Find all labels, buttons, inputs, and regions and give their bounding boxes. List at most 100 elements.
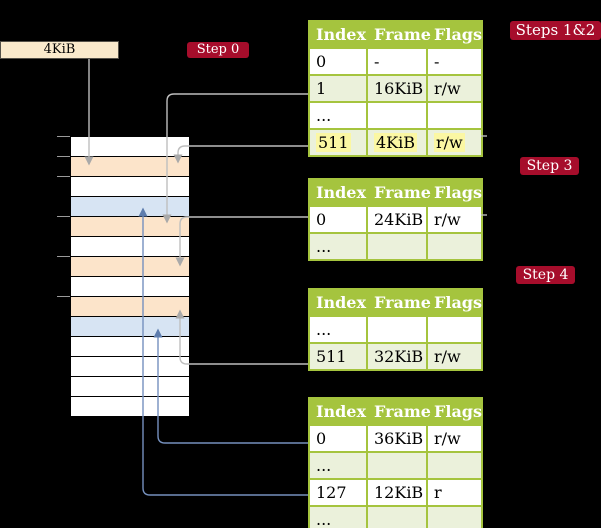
cell-flags: r/w bbox=[426, 205, 483, 234]
cell-frame: - bbox=[366, 47, 428, 76]
pointer-step3-entry0-to-frame-24kib bbox=[175, 216, 308, 267]
pointer-step4-entry511-to-frame-32kib bbox=[175, 309, 308, 365]
step3-page-table: Index Frame Flags 0 24KiB r/w ... bbox=[308, 178, 483, 261]
highlight: 4KiB bbox=[374, 133, 418, 152]
memory-row-white bbox=[71, 177, 189, 197]
root-page-table: Index Frame Flags 0 - - 1 16KiB r/w ... … bbox=[308, 20, 483, 157]
cell-index: ... bbox=[308, 101, 368, 130]
header-index: Index bbox=[308, 178, 368, 207]
cell-frame bbox=[366, 232, 428, 261]
header-frame: Frame bbox=[366, 178, 431, 207]
memory-row-peach bbox=[71, 297, 189, 317]
cell-flags bbox=[426, 101, 483, 130]
memory-row-white bbox=[71, 337, 189, 357]
memory-row-peach bbox=[71, 257, 189, 277]
memory-row-white bbox=[71, 277, 189, 297]
leaf-page-table: Index Frame Flags 0 36KiB r/w ... 127 12… bbox=[308, 397, 483, 528]
cell-frame: 36KiB bbox=[366, 424, 428, 453]
table-row: 0 - - bbox=[308, 47, 483, 76]
cell-frame bbox=[366, 505, 428, 528]
table-row: ... bbox=[308, 505, 483, 528]
memory-row-white bbox=[71, 397, 189, 417]
step3-label: Step 3 bbox=[520, 157, 579, 175]
cell-flags bbox=[426, 232, 483, 261]
table-row: ... bbox=[308, 232, 483, 261]
address-tick bbox=[57, 136, 70, 137]
memory-row-peach bbox=[71, 217, 189, 237]
memory-row-white bbox=[71, 377, 189, 397]
table-row: 0 36KiB r/w bbox=[308, 424, 483, 453]
table-header-row: Index Frame Flags bbox=[308, 178, 483, 207]
cell-flags bbox=[426, 315, 483, 344]
cell-flags: r/w bbox=[426, 128, 483, 157]
cell-frame: 12KiB bbox=[366, 478, 428, 507]
cell-index: 511 bbox=[308, 128, 368, 157]
highlight: r/w bbox=[434, 133, 465, 152]
memory-row-white bbox=[71, 357, 189, 377]
cell-frame bbox=[366, 101, 428, 130]
step4-label: Step 4 bbox=[516, 266, 575, 284]
cell-flags bbox=[426, 505, 483, 528]
cell-flags: r/w bbox=[426, 424, 483, 453]
table-row: ... bbox=[308, 315, 483, 344]
cell-index: ... bbox=[308, 315, 368, 344]
header-flags: Flags bbox=[426, 178, 483, 207]
step4-page-table: Index Frame Flags ... 511 32KiB r/w bbox=[308, 288, 483, 371]
header-frame: Frame bbox=[366, 20, 431, 49]
cell-frame bbox=[366, 315, 428, 344]
steps-1-2-label: Steps 1&2 bbox=[510, 21, 601, 40]
frame-4kib-label: 4KiB bbox=[43, 42, 76, 57]
cell-index: 127 bbox=[308, 478, 368, 507]
cell-flags: r/w bbox=[426, 342, 483, 371]
cell-flags: - bbox=[426, 47, 483, 76]
address-tick bbox=[57, 216, 70, 217]
memory-row-blue bbox=[71, 317, 189, 337]
address-tick bbox=[57, 256, 70, 257]
header-index: Index bbox=[308, 397, 368, 426]
table-row: 0 24KiB r/w bbox=[308, 205, 483, 234]
cell-index: 511 bbox=[308, 342, 368, 371]
memory-row-white bbox=[71, 237, 189, 257]
header-flags: Flags bbox=[426, 288, 483, 317]
cell-flags bbox=[426, 451, 483, 480]
table-row: 1 16KiB r/w bbox=[308, 74, 483, 103]
table-row: 511 32KiB r/w bbox=[308, 342, 483, 371]
step0-label: Step 0 bbox=[187, 42, 249, 58]
header-index: Index bbox=[308, 20, 368, 49]
memory-row-peach bbox=[71, 157, 189, 177]
cell-index: 0 bbox=[308, 424, 368, 453]
pointer-root-entry511-to-frame-4kib bbox=[173, 145, 308, 164]
header-frame: Frame bbox=[366, 397, 431, 426]
cell-index: ... bbox=[308, 451, 368, 480]
header-flags: Flags bbox=[426, 397, 483, 426]
cell-frame: 16KiB bbox=[366, 74, 428, 103]
cell-flags: r bbox=[426, 478, 483, 507]
table-header-row: Index Frame Flags bbox=[308, 397, 483, 426]
highlight: 511 bbox=[316, 133, 351, 152]
address-tick bbox=[57, 156, 70, 157]
cell-index: 0 bbox=[308, 47, 368, 76]
table-row: 127 12KiB r bbox=[308, 478, 483, 507]
table-row: ... bbox=[308, 101, 483, 130]
address-tick bbox=[57, 176, 70, 177]
cell-frame bbox=[366, 451, 428, 480]
cell-flags: r/w bbox=[426, 74, 483, 103]
memory-row-blue bbox=[71, 197, 189, 217]
table-row-highlighted: 511 4KiB r/w bbox=[308, 128, 483, 157]
header-frame: Frame bbox=[366, 288, 431, 317]
cell-frame: 4KiB bbox=[366, 128, 428, 157]
physical-memory-column bbox=[70, 136, 190, 417]
cell-index: ... bbox=[308, 232, 368, 261]
table-header-row: Index Frame Flags bbox=[308, 288, 483, 317]
frame-4kib-box: 4KiB bbox=[0, 41, 119, 59]
cell-frame: 24KiB bbox=[366, 205, 428, 234]
header-index: Index bbox=[308, 288, 368, 317]
cell-index: 1 bbox=[308, 74, 368, 103]
address-tick bbox=[57, 296, 70, 297]
table-header-row: Index Frame Flags bbox=[308, 20, 483, 49]
header-flags: Flags bbox=[426, 20, 483, 49]
memory-row-white bbox=[71, 137, 189, 157]
cell-frame: 32KiB bbox=[366, 342, 428, 371]
cell-index: 0 bbox=[308, 205, 368, 234]
